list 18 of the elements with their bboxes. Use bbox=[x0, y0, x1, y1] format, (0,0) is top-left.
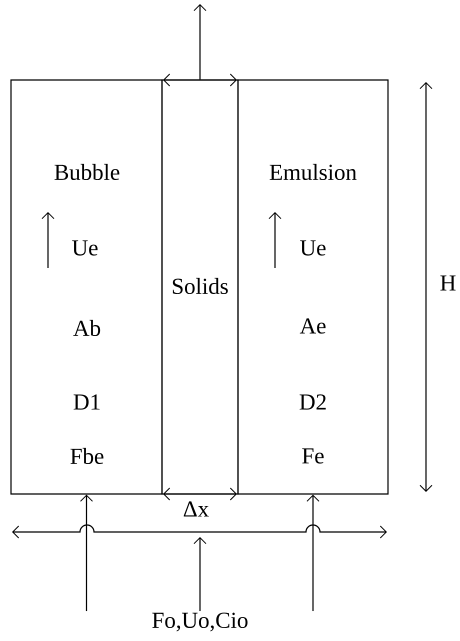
variable-label: Ae bbox=[300, 318, 326, 334]
variable-label: D1 bbox=[74, 394, 100, 410]
dimension-label: H bbox=[440, 275, 456, 290]
variable-label: Ue bbox=[300, 240, 326, 256]
region-title: Emulsion bbox=[270, 164, 357, 180]
arrow bbox=[306, 494, 320, 612]
variable-label: Ab bbox=[73, 320, 100, 336]
variable-label: D2 bbox=[300, 394, 326, 410]
variable-label: Fe bbox=[302, 448, 324, 464]
dimension-label: Δx bbox=[184, 501, 209, 517]
arrow bbox=[194, 4, 206, 80]
arrow bbox=[80, 494, 93, 612]
variable-label: Fbe bbox=[70, 448, 104, 464]
variable-label: Ue bbox=[72, 240, 98, 256]
column-label: Solids bbox=[170, 276, 230, 296]
region-title: Bubble bbox=[54, 164, 120, 180]
inlet-label: Fo,Uo,Cio bbox=[152, 612, 248, 632]
arrow bbox=[194, 537, 206, 612]
